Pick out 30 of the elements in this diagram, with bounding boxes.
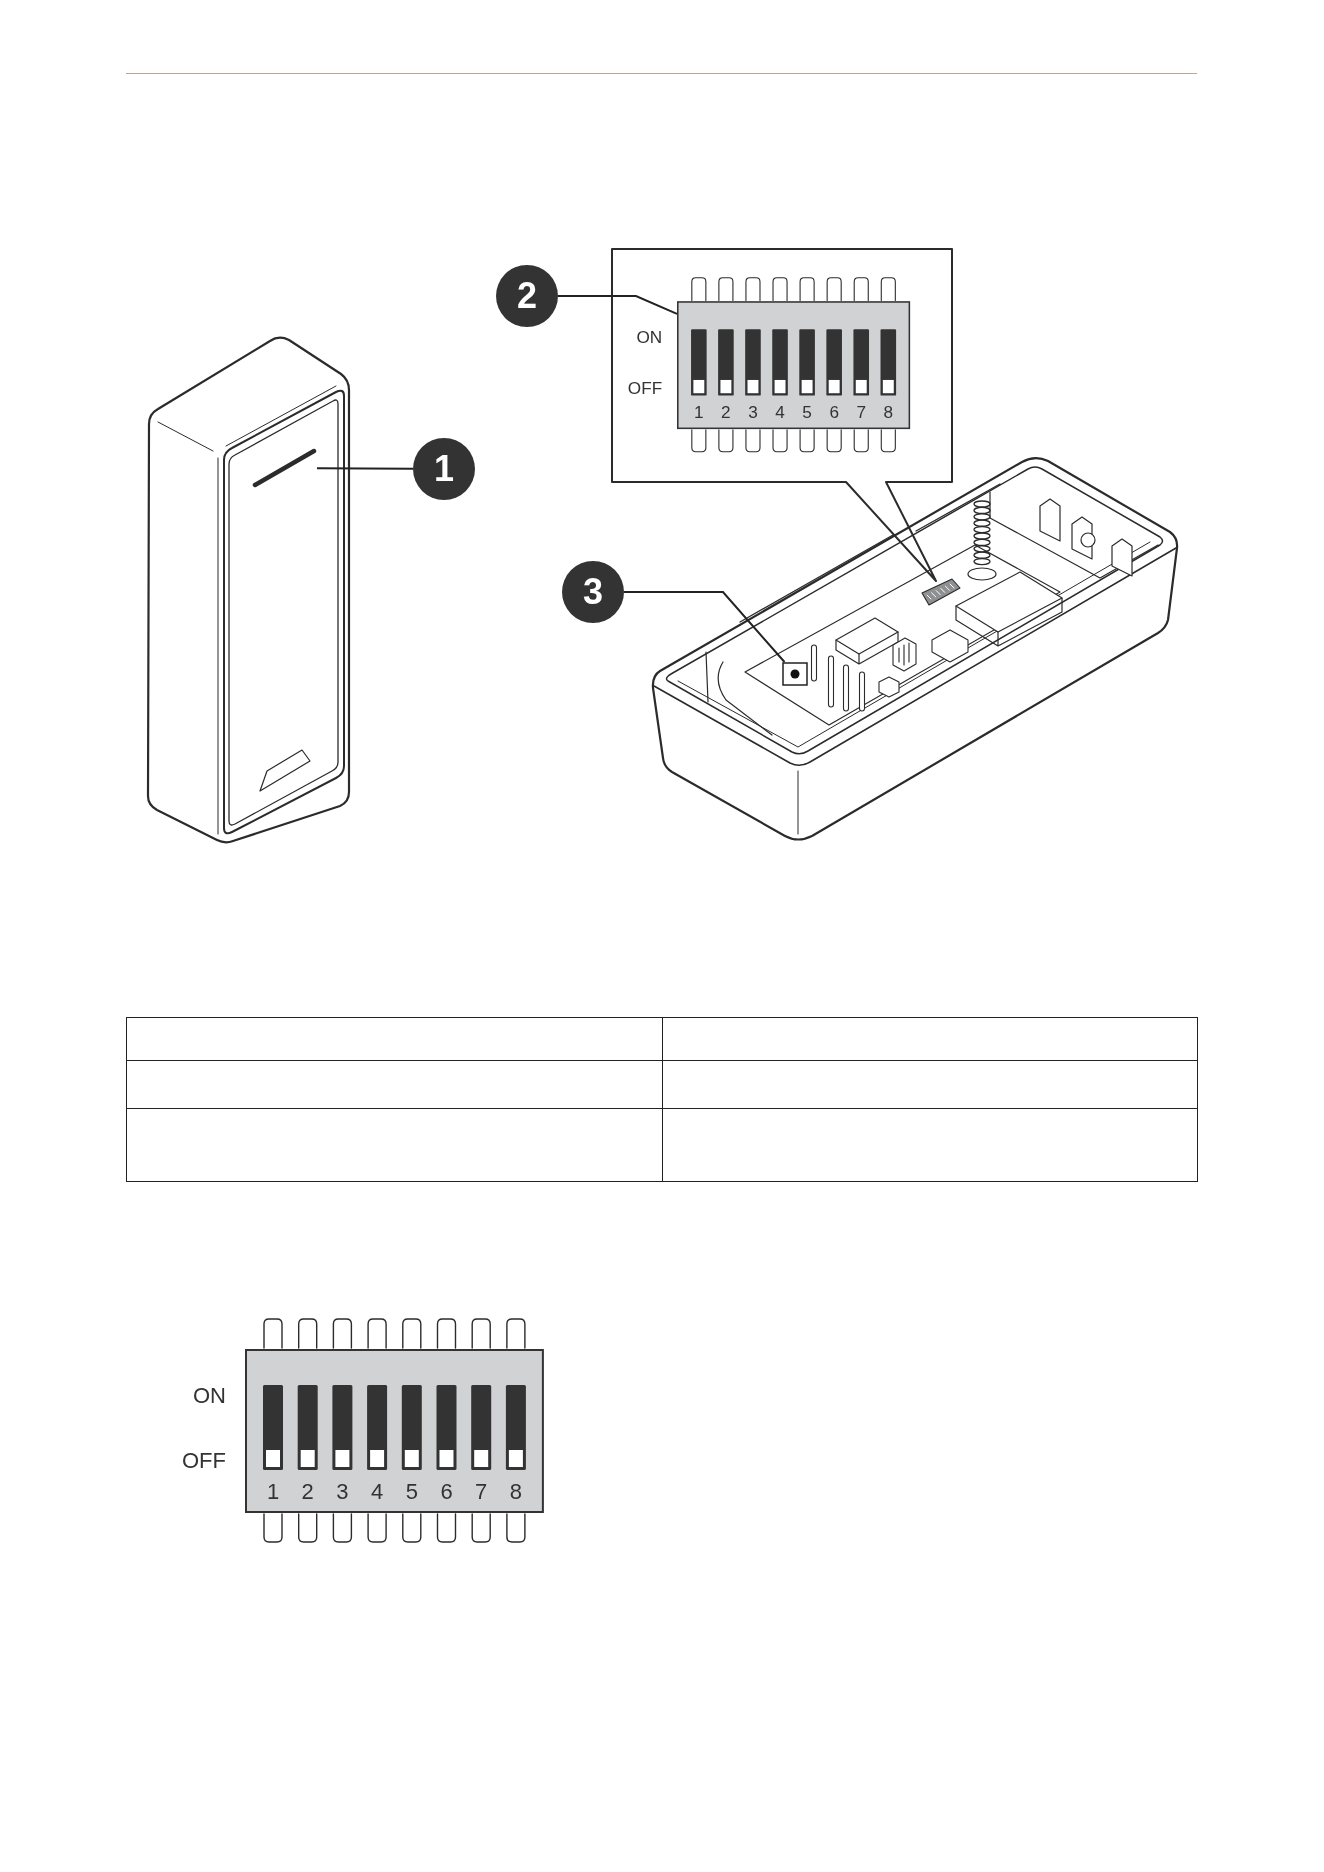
switch-position-label: OFF — [627, 380, 663, 398]
switch-number: 1 — [266, 1481, 280, 1503]
switch-position-label: ON — [636, 329, 663, 347]
switch-position-label: ON — [193, 1385, 226, 1407]
leader-line — [623, 591, 786, 663]
switch-number: 7 — [475, 1481, 488, 1503]
switch-position-label: OFF — [182, 1450, 226, 1472]
dip-switch — [677, 277, 911, 453]
callout-number: 2 — [496, 265, 558, 327]
switch-number: 6 — [829, 404, 839, 422]
leader-line — [316, 467, 414, 470]
switch-number: 4 — [775, 404, 785, 422]
switch-number: 8 — [883, 404, 894, 422]
switch-number: 5 — [802, 404, 812, 422]
switch-number: 6 — [440, 1481, 453, 1503]
dip-switch — [245, 1318, 544, 1543]
callout-number: 3 — [562, 561, 624, 623]
switch-number: 8 — [509, 1481, 522, 1503]
switch-number: 4 — [370, 1481, 384, 1503]
switch-number: 3 — [748, 404, 758, 422]
callout-number: 1 — [413, 438, 475, 500]
switch-number: 5 — [405, 1481, 418, 1503]
leader-line — [557, 295, 678, 315]
switch-number: 1 — [694, 404, 704, 422]
push-button — [782, 662, 808, 686]
switch-number: 2 — [721, 404, 731, 422]
switch-number: 3 — [336, 1481, 349, 1503]
switch-number: 7 — [856, 404, 866, 422]
led-strip — [252, 448, 317, 488]
switch-number: 2 — [301, 1481, 314, 1503]
